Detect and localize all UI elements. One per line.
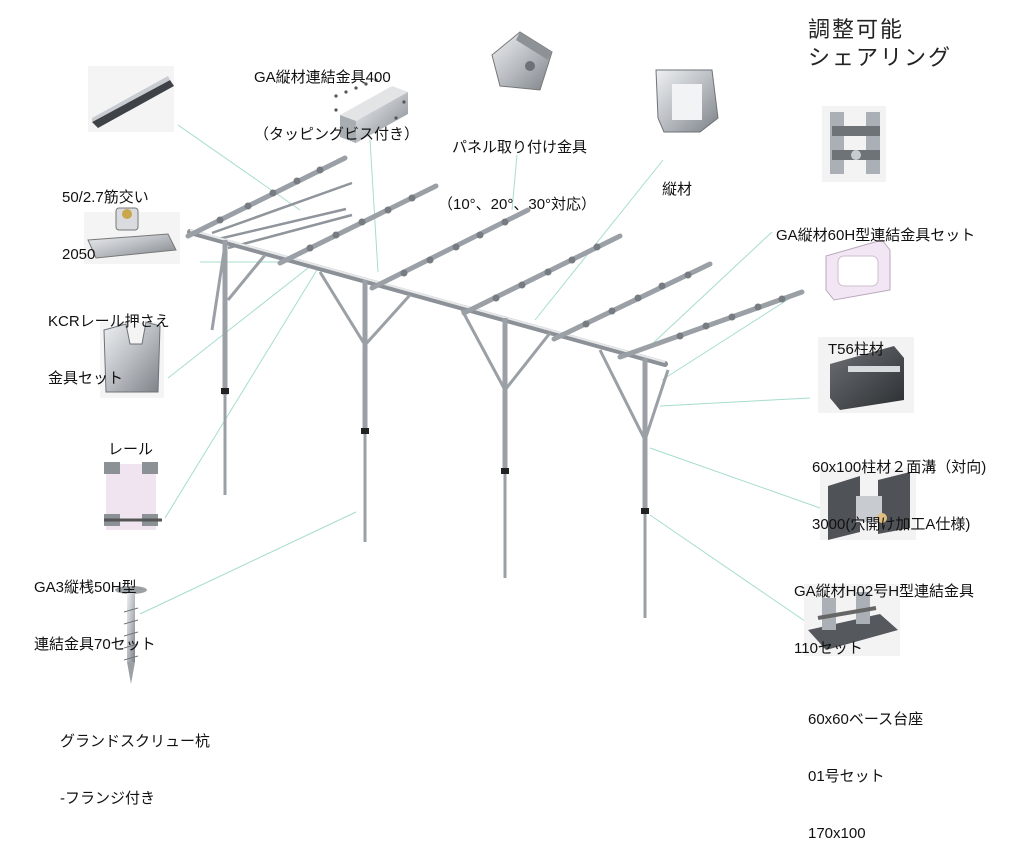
- ground-screw-thumbnail: [115, 586, 147, 684]
- page-title: 調整可能 シェアリング: [808, 16, 952, 72]
- label-column-60x100: 60x100柱材２面溝（対向) 3000(穴開け加工A仕様): [812, 420, 986, 553]
- column-60x100-thumbnail: [818, 337, 914, 413]
- label-line: -フランジ付き: [60, 790, 155, 807]
- label-line: GA縦材60H型連結金具セット: [776, 227, 976, 244]
- brace-thumbnail: [88, 66, 174, 132]
- label-line: 金具セット: [48, 370, 124, 387]
- label-brace: 50/2.7筋交い 2050: [62, 150, 149, 283]
- label-vertical-member: 縦材: [662, 142, 692, 218]
- ga60h-connector-thumbnail: [822, 106, 886, 182]
- label-line: 50/2.7筋交い: [62, 189, 149, 206]
- label-ga3-connector: GA3縦桟50H型 連結金具70セット: [34, 540, 156, 673]
- t56-column-thumbnail: [825, 239, 891, 301]
- label-line: 3000(穴開け加工A仕様): [812, 516, 971, 533]
- title-line-2: シェアリング: [808, 45, 953, 70]
- column-3: [460, 309, 552, 578]
- title-line-1: 調整可能: [808, 17, 905, 42]
- panel-bracket-thumbnail: [491, 31, 553, 91]
- label-panel-bracket: パネル取り付け金具 （10°、20°、30°対応）: [438, 100, 596, 233]
- label-t56-column: T56柱材: [828, 302, 884, 378]
- label-line: GA縦材H02号H型連結金具: [794, 583, 975, 600]
- label-ground-screw: グランドスクリュー杭 -フランジ付き: [60, 694, 210, 827]
- column-1: [210, 240, 267, 495]
- label-kcr-clamp: KCRレール押さえ 金具セット: [48, 274, 170, 407]
- ga-h02-connector-thumbnail: [820, 468, 916, 540]
- column-4: [598, 349, 670, 618]
- rail-clamps: [216, 166, 786, 340]
- label-line: （タッピングビス付き）: [254, 126, 420, 143]
- label-line: 01号セット: [808, 768, 885, 785]
- label-line: 縦材: [662, 181, 693, 198]
- column-2: [318, 271, 412, 542]
- label-line: GA3縦桟50H型: [34, 579, 137, 596]
- label-line: （10°、20°、30°対応）: [438, 196, 597, 213]
- label-ga-connector-400: GA縦材連結金具400 （タッピングビス付き）: [254, 30, 419, 163]
- label-line: 60x100柱材２面溝（対向): [812, 459, 987, 476]
- ga3-connector-thumbnail: [104, 462, 162, 530]
- mounting-structure: [185, 155, 805, 618]
- diagram-canvas: [84, 31, 916, 684]
- label-line: グランドスクリュー杭: [60, 733, 211, 750]
- label-ga-h02: GA縦材H02号H型連結金具 110セット: [794, 544, 974, 677]
- label-line: 連結金具70セット: [34, 636, 156, 653]
- label-line: 60x60ベース台座: [808, 711, 924, 728]
- label-line: 2050: [62, 246, 96, 263]
- rail-thumbnail: [100, 321, 164, 398]
- kcr-clamp-thumbnail: [84, 207, 180, 264]
- label-rail: レール: [108, 402, 153, 478]
- label-line: T56柱材: [828, 341, 884, 358]
- label-line: GA縦材連結金具400: [254, 69, 391, 86]
- ga-connector-400-thumbnail: [334, 78, 408, 143]
- main-beam: [187, 229, 668, 367]
- label-line: レール: [108, 441, 154, 458]
- cross-rails: [185, 155, 805, 360]
- label-base-plate: 60x60ベース台座 01号セット 170x100: [808, 672, 923, 862]
- vertical-member-thumbnail: [655, 69, 719, 133]
- base-plate-thumbnail: [804, 584, 900, 656]
- label-line: パネル取り付け金具: [452, 139, 588, 156]
- label-line: 110セット: [794, 640, 863, 657]
- label-line: 170x100: [808, 825, 866, 842]
- label-line: KCRレール押さえ: [48, 313, 170, 330]
- diagonal-braces: [211, 181, 353, 250]
- label-ga60h-connector: GA縦材60H型連結金具セット: [776, 188, 975, 264]
- leader-lines: [139, 124, 821, 629]
